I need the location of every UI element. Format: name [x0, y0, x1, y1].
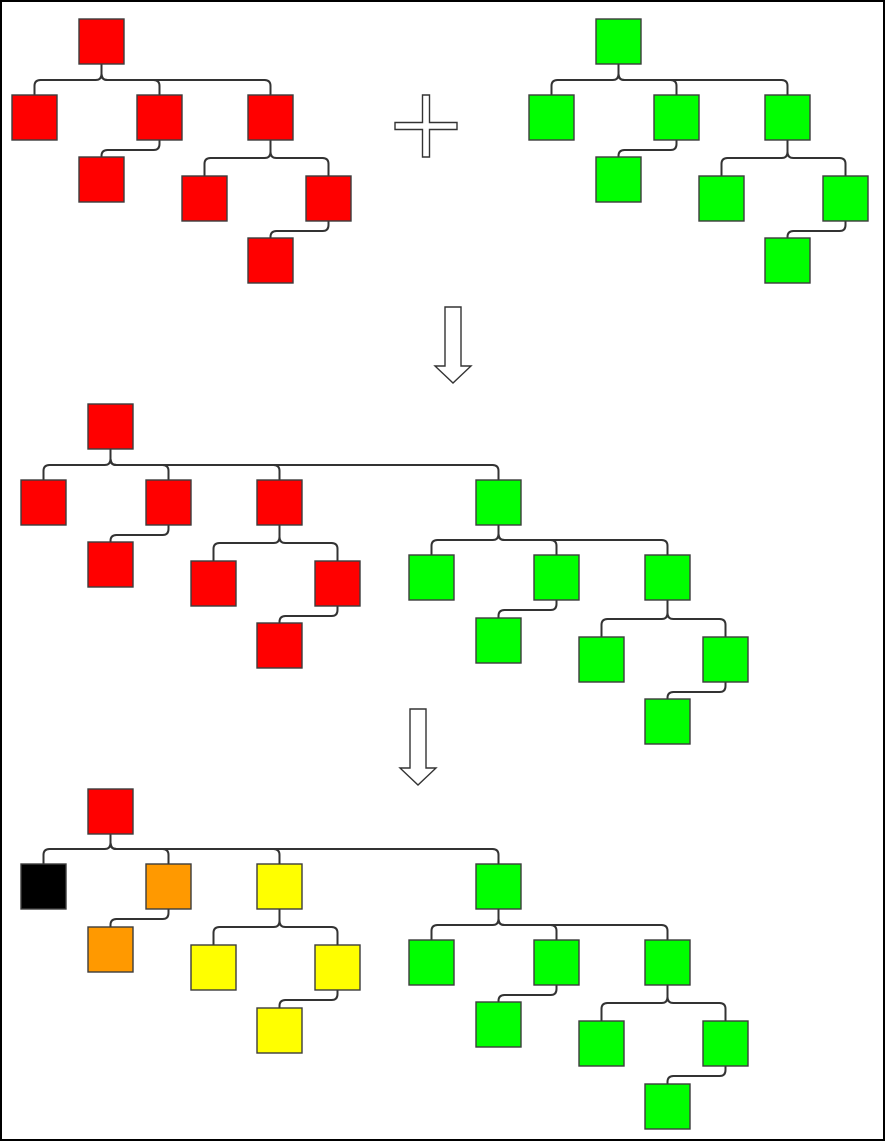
node-c14-green: [702, 1020, 749, 1067]
node-c11-green: [644, 939, 691, 986]
edge-m6-m7: [278, 606, 339, 623]
node-c15-green: [644, 1083, 691, 1130]
edge-m11-m13: [600, 600, 669, 637]
node-c0-red: [87, 788, 134, 835]
node-r3-red: [247, 94, 294, 141]
node-g2-green: [653, 94, 700, 141]
node-c7-yellow: [256, 1007, 303, 1054]
node-c6-yellow: [314, 944, 361, 991]
node-g7-green: [764, 237, 811, 284]
edge-c3-c5: [212, 909, 281, 945]
node-c4-orange: [87, 926, 134, 973]
edge-g0-g1: [550, 64, 620, 95]
node-m4-red: [87, 541, 134, 588]
node-m11-green: [644, 554, 691, 601]
edge-r3-r6: [269, 140, 330, 176]
edge-m3-m6: [278, 525, 339, 561]
node-c2-orange: [145, 863, 192, 910]
node-m2-red: [145, 479, 192, 526]
node-m5-red: [190, 560, 237, 607]
colored-tree: [20, 788, 749, 1130]
node-c10-green: [533, 939, 580, 986]
edge-c10-c12: [497, 985, 558, 1002]
node-r0-red: [78, 18, 125, 65]
edge-c11-c13: [600, 985, 669, 1021]
operators-layer: [394, 94, 473, 786]
node-m12-green: [475, 617, 522, 664]
node-c5-yellow: [190, 944, 237, 991]
node-g3-green: [764, 94, 811, 141]
green-tree: [528, 18, 869, 284]
edge-m10-m12: [497, 600, 558, 618]
node-c12-green: [475, 1001, 522, 1048]
edge-r6-r7: [269, 221, 330, 238]
edge-m3-m5: [212, 525, 281, 561]
node-r6-red: [305, 175, 352, 222]
edges-layer: [33, 64, 847, 1084]
node-m7-red: [256, 622, 303, 669]
node-r1-red: [11, 94, 58, 141]
edge-g2-g4: [617, 140, 678, 157]
down-arrow-icon-2: [398, 708, 438, 786]
node-g4-green: [595, 156, 642, 203]
merged-tree: [20, 403, 749, 745]
node-m6-red: [314, 560, 361, 607]
edge-r0-r3: [100, 64, 272, 95]
edge-m0-m1: [42, 449, 112, 480]
edge-m8-m11: [497, 525, 669, 555]
node-g0-green: [595, 18, 642, 65]
edge-m8-m9: [430, 525, 500, 555]
edge-c2-c4: [109, 909, 170, 927]
edge-g0-g3: [617, 64, 789, 95]
edge-c8-c9: [430, 909, 500, 940]
node-c1-black: [20, 863, 67, 910]
node-g6-green: [822, 175, 869, 222]
node-g1-green: [528, 94, 575, 141]
edge-g6-g7: [786, 221, 847, 238]
edge-c6-c7: [278, 990, 339, 1008]
node-m3-red: [256, 479, 303, 526]
edge-r0-r1: [33, 64, 103, 95]
edge-c11-c14: [666, 985, 727, 1021]
edge-c3-c6: [278, 909, 339, 945]
node-r2-red: [136, 94, 183, 141]
node-m9-green: [408, 554, 455, 601]
node-m10-green: [533, 554, 580, 601]
node-r7-red: [247, 237, 294, 284]
node-c8-green: [475, 863, 522, 910]
node-r5-red: [181, 175, 228, 222]
node-c3-yellow: [256, 863, 303, 910]
node-g5-green: [698, 175, 745, 222]
node-m1-red: [20, 479, 67, 526]
edge-c14-c15: [666, 1066, 727, 1084]
edge-g3-g6: [786, 140, 847, 176]
edge-m11-m14: [666, 600, 727, 637]
edge-c0-c8: [109, 834, 500, 864]
edge-r2-r4: [100, 140, 161, 157]
nodes-layer: [11, 18, 869, 1130]
red-tree: [11, 18, 352, 284]
edge-r3-r5: [203, 140, 272, 176]
node-c13-green: [578, 1020, 625, 1067]
edge-c8-c11: [497, 909, 669, 940]
edge-m0-m8: [109, 449, 500, 480]
edge-c0-c1: [42, 834, 112, 864]
node-r4-red: [78, 156, 125, 203]
node-c9-green: [408, 939, 455, 986]
down-arrow-icon-1: [433, 306, 473, 384]
node-m15-green: [644, 698, 691, 745]
edge-g3-g5: [720, 140, 789, 176]
node-m0-red: [87, 403, 134, 450]
edge-m2-m4: [109, 525, 170, 542]
node-m8-green: [475, 479, 522, 526]
node-m14-green: [702, 636, 749, 683]
node-m13-green: [578, 636, 625, 683]
edge-m14-m15: [666, 682, 727, 699]
plus-icon: [394, 94, 458, 158]
